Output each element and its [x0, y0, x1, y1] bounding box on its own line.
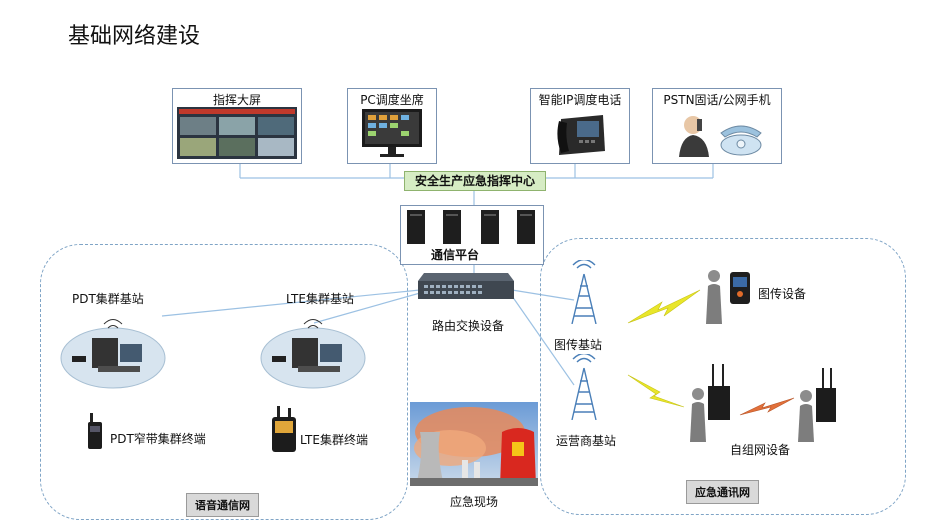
pdt-radio-icon — [88, 413, 102, 449]
page-title: 基础网络建设 — [68, 24, 201, 49]
image-device-label: 图传设备 — [758, 287, 807, 301]
image-device-icon — [706, 270, 750, 324]
lte-station-label: LTE集群基站 — [286, 292, 354, 306]
device-label: PC调度坐席 — [360, 93, 424, 107]
device-pstn: PSTN固话/公网手机 — [652, 88, 782, 164]
lte-terminal-label: LTE集群终端 — [300, 433, 368, 447]
scene-label: 应急现场 — [450, 495, 499, 509]
pdt-terminal-label: PDT窄带集群终端 — [110, 432, 206, 446]
pdt-station-label: PDT集群基站 — [72, 292, 144, 306]
lte-terminal-icon — [272, 406, 296, 452]
device-big-screen: 指挥大屏 — [172, 88, 302, 164]
router-label: 路由交换设备 — [432, 319, 505, 333]
adhoc-device-icon — [690, 364, 836, 442]
monitor-icon — [362, 109, 422, 157]
emergency-scene-image — [410, 402, 538, 486]
command-center-label: 安全生产应急指挥中心 — [404, 171, 546, 191]
telephone-icon — [679, 116, 762, 157]
voice-network-tag: 语音通信网 — [186, 493, 259, 517]
emergency-network-tag: 应急通讯网 — [686, 480, 759, 504]
operator-station-label: 运营商基站 — [556, 434, 617, 448]
device-label: PSTN固话/公网手机 — [663, 93, 771, 107]
router-switch-icon — [418, 273, 514, 299]
device-pc-seat: PC调度坐席 — [347, 88, 437, 164]
server-rack-icon — [407, 210, 535, 244]
lte-station-icon — [260, 319, 366, 389]
video-wall-icon — [177, 107, 297, 159]
comm-platform-box: 通信平台 — [400, 205, 544, 265]
image-station-label: 图传基站 — [554, 338, 603, 352]
device-label: 智能IP调度电话 — [538, 93, 622, 107]
image-tower-icon — [571, 260, 597, 324]
ip-phone-icon — [557, 115, 605, 155]
device-ip-phone: 智能IP调度电话 — [530, 88, 630, 164]
adhoc-device-label: 自组网设备 — [730, 443, 791, 457]
device-label: 指挥大屏 — [212, 93, 261, 107]
operator-tower-icon — [571, 354, 597, 420]
pdt-station-icon — [60, 319, 166, 389]
voice-network-region — [40, 244, 408, 520]
comm-platform-label: 通信平台 — [431, 248, 480, 262]
emergency-network-region — [540, 238, 906, 515]
